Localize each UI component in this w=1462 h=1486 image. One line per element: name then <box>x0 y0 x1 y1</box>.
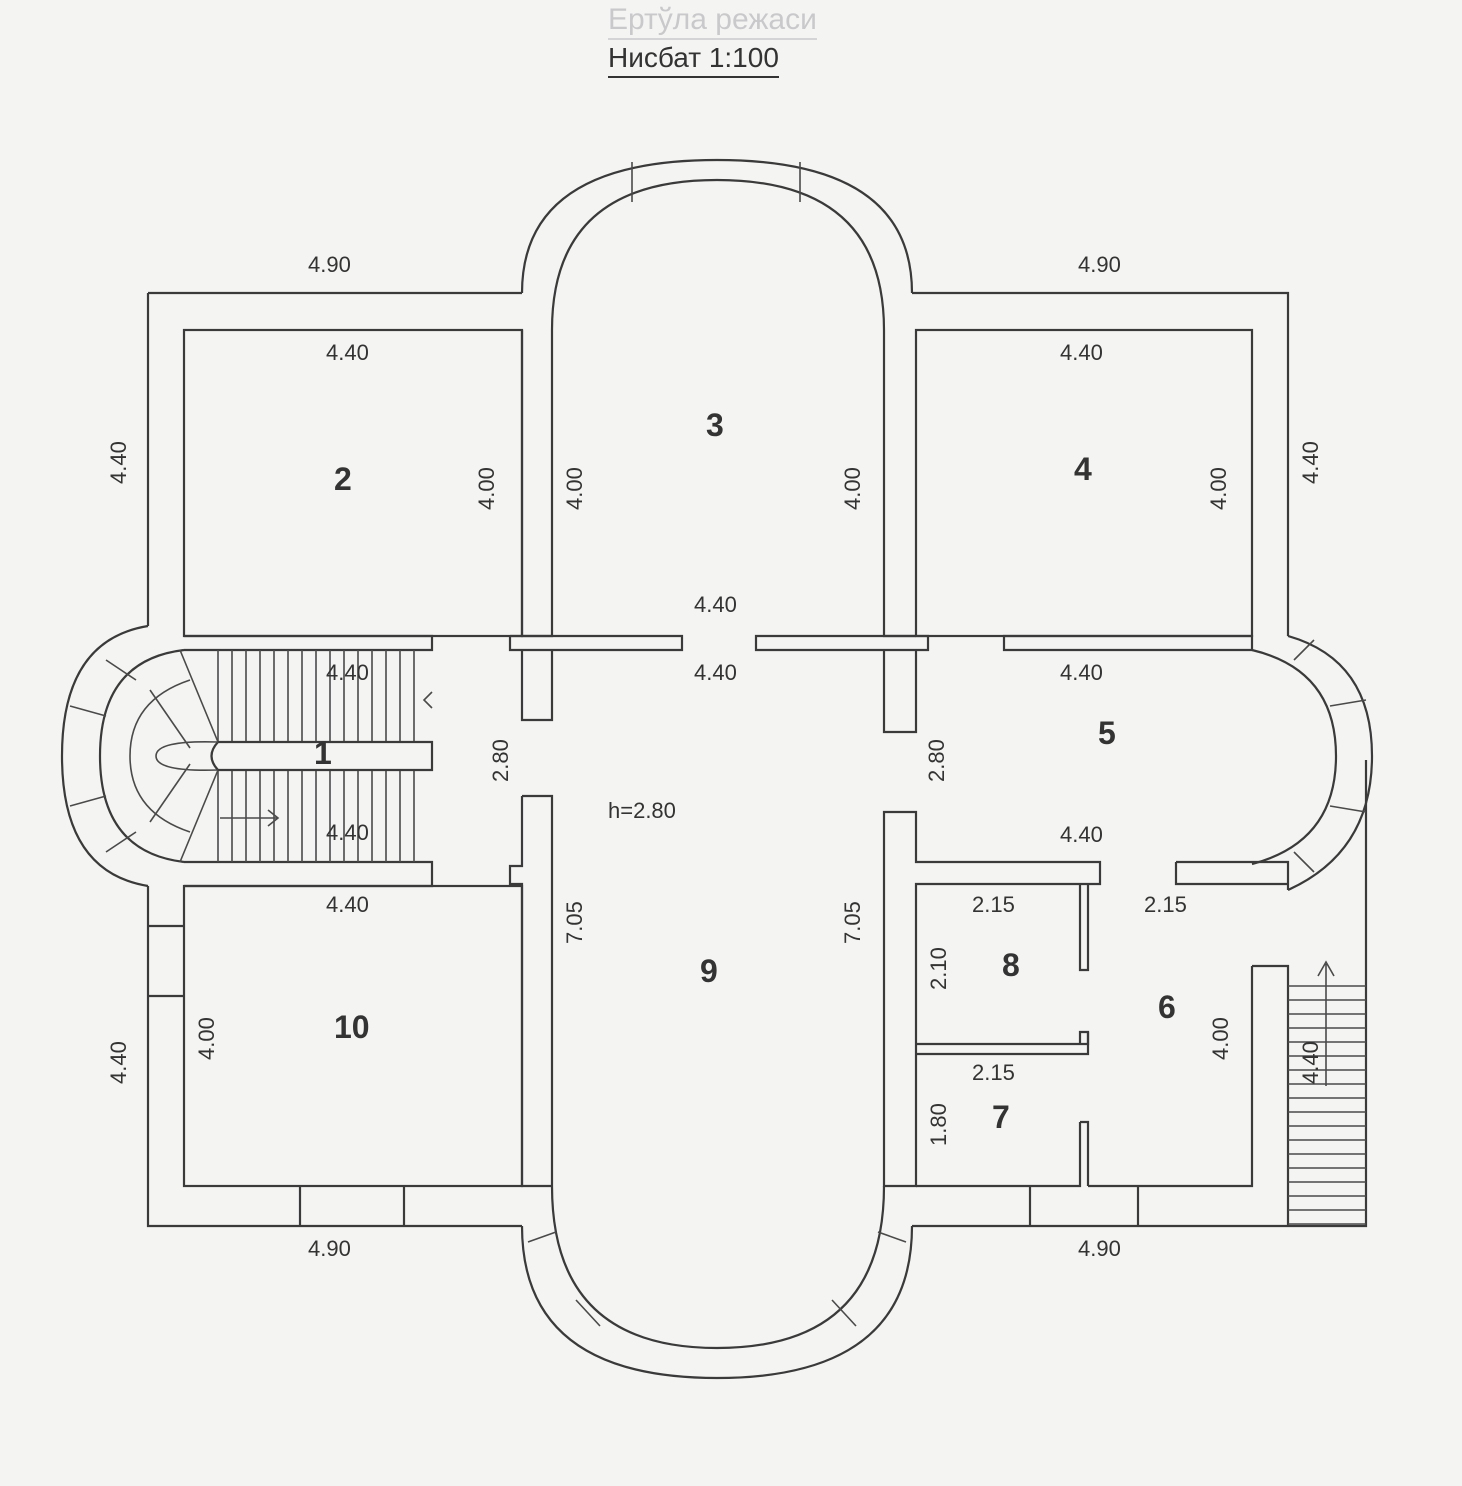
room-7-walls <box>916 1120 1090 1188</box>
dim-room9-right: 7.05 <box>840 901 865 944</box>
dim-stair-bottom: 4.40 <box>326 820 369 845</box>
stair-arrow-up-icon-right <box>1317 960 1335 1086</box>
interior-walls <box>148 328 1290 1226</box>
dim-room8-height: 2.10 <box>926 947 951 990</box>
bottom-apse-outer <box>520 1225 914 1380</box>
stair-winder <box>179 769 219 863</box>
room-9-right-wall <box>882 810 1102 1188</box>
dim-room4-left: 4.00 <box>1206 467 1231 510</box>
room-number-6: 6 <box>1158 989 1176 1025</box>
dim-room6-right: 4.00 <box>1208 1017 1233 1060</box>
room-2-walls <box>182 328 524 638</box>
top-apse-inner <box>550 178 886 331</box>
dim-room5-top: 4.40 <box>1060 660 1103 685</box>
stair-arrow-right-icon <box>220 809 280 827</box>
room-9-left-wall <box>508 796 552 1188</box>
room-10-walls <box>182 884 524 1188</box>
stair-winder <box>179 649 219 743</box>
room-numbers: 1 2 3 4 5 6 7 8 9 10 <box>314 407 1176 1135</box>
dim-room4-right: 4.40 <box>1298 441 1323 484</box>
top-apse-outer <box>520 158 914 294</box>
dim-room4-top: 4.40 <box>1060 340 1103 365</box>
dim-room7-height: 1.80 <box>926 1103 951 1146</box>
room-number-2: 2 <box>334 461 352 497</box>
bottom-apse-inner <box>550 1185 886 1350</box>
stair-arrow-up-icon <box>422 691 433 709</box>
room-number-5: 5 <box>1098 715 1116 751</box>
dim-room9-left: 7.05 <box>562 901 587 944</box>
dim-room10-top: 4.40 <box>326 892 369 917</box>
right-bay-inner <box>1251 648 1338 866</box>
dim-bottom-left: 4.90 <box>308 1236 351 1261</box>
room-number-4: 4 <box>1074 451 1092 487</box>
room-3-right-wall <box>882 330 916 638</box>
dim-room10-left-inner: 4.00 <box>194 1017 219 1060</box>
room-3-left-wall <box>520 330 554 638</box>
dim-room2-top: 4.40 <box>326 340 369 365</box>
room-number-9: 9 <box>700 953 718 989</box>
dim-room3-left: 4.00 <box>562 467 587 510</box>
dim-top-left: 4.90 <box>308 252 351 277</box>
dim-hall-left: 2.80 <box>488 739 513 782</box>
outer-wall-left-bottom <box>146 886 522 1228</box>
stair-winder <box>149 689 191 749</box>
dim-hall-right: 2.80 <box>924 739 949 782</box>
room-number-1: 1 <box>314 735 332 771</box>
scale-label: Нисбат 1:100 <box>608 42 779 78</box>
room-number-3: 3 <box>706 407 724 443</box>
main-staircase <box>149 649 415 863</box>
dim-room6-stair: 4.40 <box>1298 1041 1323 1084</box>
outer-wall-top-right <box>912 291 1290 636</box>
dim-room3-bottom: 4.40 <box>694 592 737 617</box>
height-label: h=2.80 <box>608 798 676 823</box>
dim-room6-top: 2.15 <box>1144 892 1187 917</box>
room-number-10: 10 <box>334 1009 370 1045</box>
dim-room2-left: 4.40 <box>106 441 131 484</box>
plan-title: Ертўла режаси <box>608 4 817 40</box>
dim-room2-right: 4.00 <box>474 467 499 510</box>
room-number-7: 7 <box>992 1099 1010 1135</box>
dim-room5-bottom: 4.40 <box>1060 822 1103 847</box>
secondary-staircase <box>1288 985 1366 1225</box>
dim-room8-top: 2.15 <box>972 892 1015 917</box>
dimension-labels: 4.90 4.90 4.40 4.40 4.40 4.00 4.00 4.00 … <box>106 252 1323 1261</box>
dim-room7-top: 2.15 <box>972 1060 1015 1085</box>
dim-stair-top: 4.40 <box>326 660 369 685</box>
outer-wall-bottom-right <box>912 760 1368 1228</box>
dim-room3-right: 4.00 <box>840 467 865 510</box>
room-6-walls <box>1174 860 1290 890</box>
room-number-8: 8 <box>1002 947 1020 983</box>
dim-hall-top: 4.40 <box>694 660 737 685</box>
dim-bottom-right: 4.90 <box>1078 1236 1121 1261</box>
right-bay-outer <box>1287 634 1374 892</box>
dim-room10-left-outer: 4.40 <box>106 1041 131 1084</box>
left-bay-outer <box>60 624 149 888</box>
stair-winder <box>149 763 191 823</box>
outer-walls <box>60 158 1374 1380</box>
left-bay-inner <box>98 648 185 864</box>
dim-top-right: 4.90 <box>1078 252 1121 277</box>
